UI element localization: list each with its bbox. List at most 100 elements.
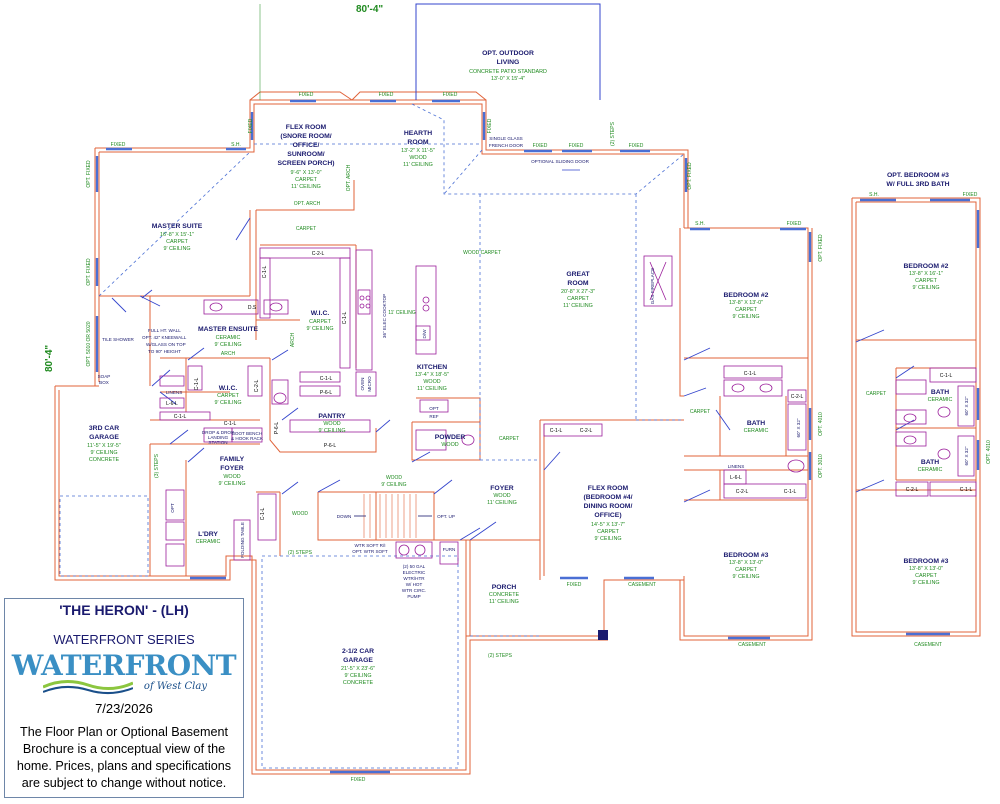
window-label: FIXED bbox=[379, 92, 394, 98]
note-ceiling: 11' CEILING bbox=[388, 310, 416, 316]
room-name: (SNORE ROOM/ bbox=[280, 133, 331, 140]
note-shower-size: 60" X 32" bbox=[964, 396, 969, 415]
room-spec: WOOD bbox=[323, 421, 340, 427]
note-down: DOWN bbox=[337, 514, 352, 519]
room-pantry: PANTRY WOOD 9' CEILING bbox=[318, 413, 346, 434]
plan-date: 7/23/2026 bbox=[95, 701, 153, 716]
note-water-softener: OPT. WTR SOFT bbox=[352, 549, 388, 554]
room-wic-1: W.I.C. CARPET 9' CEILING bbox=[306, 310, 333, 332]
room-name: ROOM bbox=[407, 139, 428, 146]
cabinet-tag: C-1-L bbox=[744, 371, 757, 377]
cabinet-tag: C-2-L bbox=[580, 428, 593, 434]
note-wood: WOOD bbox=[292, 511, 308, 517]
room-master-ensuite: MASTER ENSUITE CERAMIC 9' CEILING bbox=[198, 326, 259, 348]
room-spec: CONCRETE PATIO STANDARD bbox=[469, 69, 547, 75]
room-spec: 20'-8" X 27'-3" bbox=[561, 289, 595, 295]
note-tile-shower: TILE SHOWER bbox=[102, 337, 134, 342]
room-spec: 11' CEILING bbox=[417, 386, 447, 392]
note-single-glass: SINGLE GLASS bbox=[489, 136, 522, 141]
room-spec: 13'-8" X 16'-1" bbox=[909, 271, 943, 277]
room-spec: CARPET bbox=[567, 296, 590, 302]
note-carpet: CARPET bbox=[690, 409, 710, 415]
room-spec: 11' CEILING bbox=[403, 162, 433, 168]
cabinet-tag: C-2-L bbox=[254, 380, 260, 393]
note-arch: ARCH bbox=[290, 333, 296, 348]
room-bath: BATH CERAMIC bbox=[744, 420, 769, 434]
note-french-door: FRENCH DOOR bbox=[489, 143, 524, 148]
note-drop-zone: STATION bbox=[208, 440, 227, 445]
note-arch: ARCH bbox=[221, 351, 236, 357]
note-dw: D/W bbox=[422, 329, 427, 339]
note-opt-3010: OPT. 3010 bbox=[818, 454, 824, 478]
room-name: BATH bbox=[747, 420, 765, 427]
room-spec: CARPET bbox=[915, 573, 938, 579]
window-label: FIXED bbox=[443, 92, 458, 98]
room-spec: CERAMIC bbox=[928, 397, 953, 403]
note-soap-box: BOX bbox=[99, 380, 109, 385]
cabinet-tag: D.S bbox=[248, 305, 257, 311]
cabinet-tag: P-6-L bbox=[320, 390, 332, 396]
room-spec: CONCRETE bbox=[343, 680, 374, 686]
note-water-heater: WTR/HTR bbox=[403, 576, 425, 581]
room-name: GARAGE bbox=[89, 434, 119, 441]
room-spec: CARPET bbox=[217, 393, 240, 399]
room-name: W.I.C. bbox=[219, 385, 238, 392]
cabinet-tag: C-2-L bbox=[791, 394, 804, 400]
room-spec: 9' CEILING bbox=[163, 246, 190, 252]
room-garage-2: 2-1/2 CAR GARAGE 21'-5" X 23'-6" 9' CEIL… bbox=[341, 648, 375, 686]
brand-logo: WATERFRONT of West Clay bbox=[5, 649, 243, 699]
room-master-suite: MASTER SUITE 16'-8" X 15'-1" CARPET 9' C… bbox=[152, 223, 203, 252]
room-name: OFFICE/ bbox=[293, 142, 320, 149]
window-label: FIXED bbox=[299, 92, 314, 98]
note-carpet: CARPET bbox=[499, 436, 519, 442]
room-spec: 11' CEILING bbox=[487, 500, 517, 506]
room-spec: 9' CEILING bbox=[214, 400, 241, 406]
note-boot-bench: BOOT BENCH bbox=[232, 431, 262, 436]
room-spec: CARPET bbox=[735, 307, 758, 313]
room-spec: CERAMIC bbox=[196, 539, 221, 545]
room-spec: 9' CEILING bbox=[344, 673, 371, 679]
room-opt-bath-2: BATH CERAMIC bbox=[918, 459, 943, 473]
room-spec: 11' CEILING bbox=[563, 303, 593, 309]
note-opt-up: OPT. UP bbox=[437, 514, 455, 519]
room-spec: 9' CEILING bbox=[594, 536, 621, 542]
room-bedroom-3: BEDROOM #3 13'-8" X 13'-0" CARPET 9' CEI… bbox=[724, 552, 769, 580]
cabinet-tag: C-1-L bbox=[960, 487, 973, 493]
room-spec: CARPET bbox=[735, 567, 758, 573]
window-label: CASEMENT bbox=[738, 642, 766, 648]
window-label: FIXED bbox=[567, 582, 582, 588]
note-linens: LINENS bbox=[728, 464, 745, 469]
room-spec: WOOD bbox=[423, 379, 440, 385]
note-kneewall: OPT. 42" KNEEWALL bbox=[142, 335, 187, 340]
notes: WOOD CARPET CARPET CARPET CARPET CARPET … bbox=[86, 121, 992, 659]
room-name: OPT. OUTDOOR bbox=[482, 50, 534, 57]
room-spec: 14'-5" X 13'-7" bbox=[591, 522, 625, 528]
cabinet-tag: C-1-L bbox=[260, 508, 266, 521]
window-label: FIXED bbox=[111, 142, 126, 148]
cabinet-tag: L-6-L bbox=[166, 401, 178, 407]
room-outdoor-living: OPT. OUTDOOR LIVING CONCRETE PATIO STAND… bbox=[469, 50, 547, 82]
cabinet-tag: C-1-L bbox=[784, 489, 797, 495]
window-label: FIXED bbox=[487, 118, 493, 133]
note-steps: (2) STEPS bbox=[488, 653, 513, 659]
cabinet-tag: C-2-L bbox=[906, 487, 919, 493]
room-name: KITCHEN bbox=[417, 364, 447, 371]
dimension-markers: 80'-4" 80'-4" bbox=[44, 4, 383, 372]
note-steps: (2) STEPS bbox=[288, 550, 313, 556]
note-drop-zone: LANDING bbox=[208, 435, 229, 440]
room-opt-bath-1: BATH CERAMIC bbox=[928, 389, 953, 403]
room-kitchen: KITCHEN 13'-4" X 18'-5" WOOD 11' CEILING bbox=[415, 364, 449, 392]
room-name: BEDROOM #3 bbox=[904, 558, 949, 565]
note-opt-ref: OPT bbox=[429, 406, 439, 411]
note-boot-bench: & HOOK RACK bbox=[231, 436, 264, 441]
window-label: S.H. bbox=[695, 221, 705, 227]
room-spec: 9' CEILING bbox=[90, 450, 117, 456]
room-spec: CERAMIC bbox=[918, 467, 943, 473]
room-name: ROOM bbox=[567, 280, 588, 287]
series-label: WATERFRONT SERIES bbox=[53, 632, 195, 647]
room-opt-bedroom-2: BEDROOM #2 13'-8" X 16'-1" CARPET 9' CEI… bbox=[904, 263, 949, 291]
room-name: HEARTH bbox=[404, 130, 432, 137]
room-name: FOYER bbox=[220, 465, 244, 472]
cabinet-tag: P-6-L bbox=[274, 422, 280, 434]
note-opt-5010: OPT. 5010 OR 5020 bbox=[86, 321, 92, 366]
